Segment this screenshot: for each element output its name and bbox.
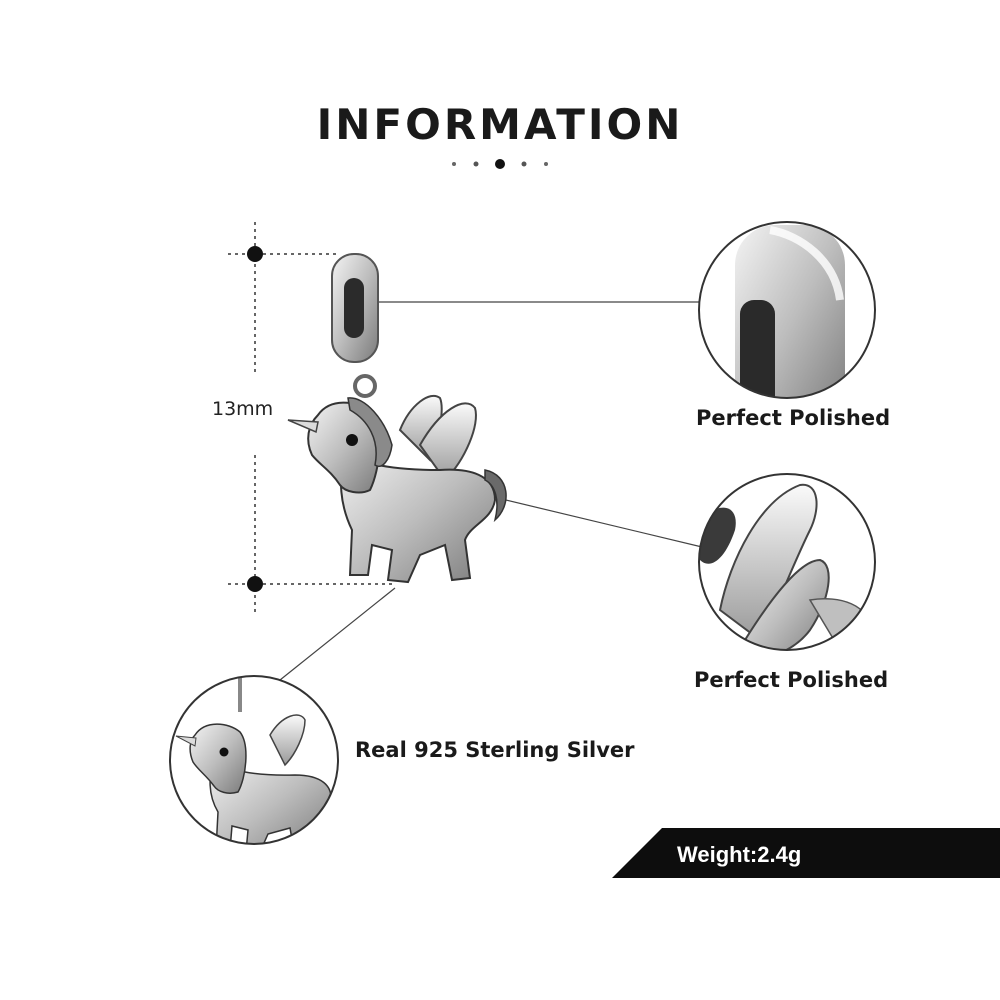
callout-lines bbox=[279, 301, 703, 681]
page-title: INFORMATION bbox=[316, 100, 684, 149]
unicorn-charm-image bbox=[287, 253, 507, 584]
weight-band bbox=[612, 828, 1000, 878]
material-label: Real 925 Sterling Silver bbox=[355, 738, 635, 762]
wing-closeup-image bbox=[698, 473, 876, 651]
title-divider-dots bbox=[452, 159, 548, 169]
bail-closeup-image bbox=[698, 221, 876, 399]
height-dimension-label: 13mm bbox=[212, 398, 274, 420]
charm-thumbnail-image bbox=[169, 675, 339, 845]
weight-label: Weight:2.4g bbox=[677, 842, 802, 867]
dimension-markers bbox=[228, 222, 395, 612]
feature-label-bail: Perfect Polished bbox=[696, 406, 891, 430]
feature-label-wing: Perfect Polished bbox=[694, 668, 889, 692]
